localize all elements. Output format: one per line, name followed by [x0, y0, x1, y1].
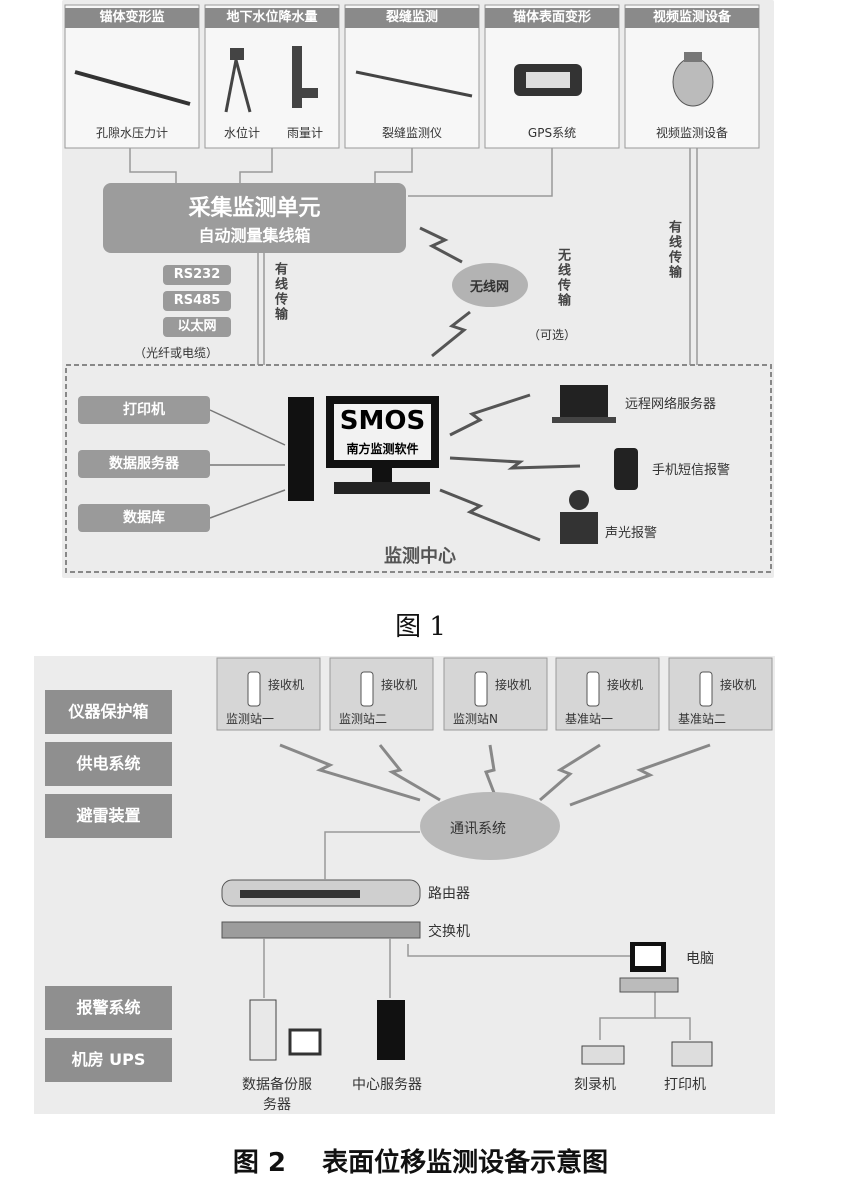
sensor-water-level: 水位计 — [223, 126, 260, 140]
software-title: SMOS — [339, 406, 426, 436]
collector-title: 采集监测单元 — [188, 196, 321, 221]
sensor-crack: 裂缝监测仪 — [381, 126, 442, 140]
sensor-video: 视频监测设备 — [655, 126, 728, 140]
collector-box — [103, 183, 406, 253]
router-label: 路由器 — [428, 886, 470, 902]
sms-alarm-label: 手机短信报警 — [652, 463, 731, 478]
switch-icon — [221, 921, 421, 939]
software-subtitle: 南方监测软件 — [346, 442, 419, 456]
crack-meter-icon — [355, 70, 473, 98]
recorder-icon — [581, 1045, 625, 1065]
printer-label: 打印机 — [664, 1077, 706, 1093]
station-2-name: 监测站二 — [339, 712, 388, 726]
header-5: 视频监测设备 — [625, 8, 759, 28]
sensor-rain: 雨量计 — [286, 126, 323, 140]
station-1-name: 监测站一 — [226, 712, 275, 726]
pressure-gauge-icon — [74, 70, 191, 106]
monitoring-center-title: 监测中心 — [384, 546, 456, 567]
figure-2-caption: 图 2 表面位移监测设备示意图 — [232, 1148, 609, 1178]
header-2: 地下水位降水量 — [205, 8, 339, 28]
switch-label: 交换机 — [428, 924, 470, 940]
station-4-name: 基准站一 — [565, 712, 614, 726]
database-pill: 数据库 — [78, 504, 210, 532]
wireless-cloud-label: 无线网 — [470, 280, 510, 295]
station-3-receiver: 接收机 — [495, 678, 532, 692]
camera-icon — [672, 52, 714, 107]
comm-system-label: 通讯系统 — [450, 821, 506, 837]
left-item-lightning: 避雷装置 — [45, 794, 172, 838]
video-link-label: 有线传输 — [666, 220, 681, 280]
header-3: 裂缝监测 — [345, 8, 479, 28]
wired-label: 有线传输 — [272, 262, 287, 322]
left-item-ups: 机房 UPS — [45, 1038, 172, 1082]
port-ethernet: 以太网 — [163, 317, 231, 337]
header-4: 锚体表面变形 — [485, 8, 619, 28]
backup-server-icon — [249, 999, 277, 1061]
rain-gauge-icon — [292, 46, 318, 108]
recorder-label: 刻录机 — [574, 1077, 616, 1093]
left-item-protect-box: 仪器保护箱 — [45, 690, 172, 734]
computer-label: 电脑 — [686, 951, 714, 967]
wireless-label: 无线传输 — [555, 248, 570, 308]
station-5-receiver: 接收机 — [720, 678, 757, 692]
station-1-receiver: 接收机 — [268, 678, 305, 692]
water-level-icon — [224, 48, 252, 113]
pc-tower-icon — [288, 397, 314, 501]
collector-subtitle: 自动测量集线箱 — [198, 226, 311, 245]
station-2-receiver: 接收机 — [381, 678, 418, 692]
left-item-power: 供电系统 — [45, 742, 172, 786]
data-server-pill: 数据服务器 — [78, 450, 210, 478]
laptop-icon — [560, 385, 608, 417]
port-fiber: （光纤或电缆） — [134, 346, 219, 360]
phone-icon — [614, 448, 638, 490]
wireless-optional: （可选） — [528, 328, 577, 342]
printer-pill: 打印机 — [78, 396, 210, 424]
alarm-icon — [560, 490, 598, 544]
sound-alarm-label: 声光报警 — [605, 526, 658, 541]
station-5-name: 基准站二 — [678, 712, 727, 726]
station-4-receiver: 接收机 — [607, 678, 644, 692]
figure-1-caption: 图 1 — [395, 612, 446, 642]
port-rs232: RS232 — [163, 265, 231, 285]
station-3-name: 监测站N — [453, 712, 498, 726]
gps-icon — [514, 64, 582, 96]
center-server-label: 中心服务器 — [352, 1077, 422, 1093]
backup-server-label: 数据备份服务器 — [242, 1077, 312, 1113]
remote-server-label: 远程网络服务器 — [625, 397, 717, 412]
port-rs485: RS485 — [163, 291, 231, 311]
sensor-gps: GPS系统 — [527, 126, 577, 140]
monitoring-center-frame — [65, 364, 772, 573]
sensor-pressure: 孔隙水压力计 — [95, 126, 168, 140]
center-server-icon — [377, 1000, 405, 1060]
left-item-alarm: 报警系统 — [45, 986, 172, 1030]
comm-cloud-shape — [420, 792, 560, 860]
wireless-cloud-shape — [452, 263, 528, 307]
printer-icon — [671, 1041, 713, 1067]
header-1: 锚体变形监 — [65, 8, 199, 28]
